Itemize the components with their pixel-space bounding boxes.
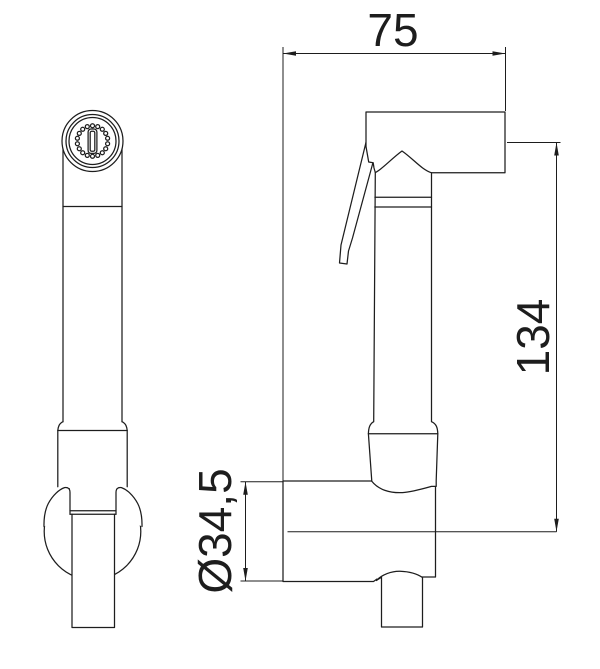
nozzle-hole: [95, 152, 101, 159]
spray-head-outer-ring: [61, 109, 124, 173]
wall-bracket-outline: [282, 480, 437, 583]
spray-head-front: [61, 109, 124, 173]
side-view: [282, 111, 506, 628]
arrowhead: [554, 518, 559, 532]
hose-spout-side: [375, 570, 424, 628]
nozzle-hole: [99, 126, 105, 132]
extension-line: [282, 47, 506, 481]
nozzle-hole: [103, 130, 109, 137]
arrowhead: [243, 568, 248, 581]
nozzle-hole: [74, 135, 81, 141]
handle-outline-front: [62, 140, 123, 423]
extension-line: [287, 142, 561, 533]
neck-joint-curve: [374, 150, 433, 174]
nozzle-hole: [76, 146, 82, 152]
nozzle-hole: [89, 153, 96, 159]
extension-line: [240, 481, 283, 582]
nozzle-hole: [104, 141, 111, 147]
nozzle-hole: [74, 141, 81, 147]
cradle-ear-right-outline: [115, 486, 143, 528]
center-slot-inner: [89, 130, 96, 152]
nozzle-hole: [80, 150, 86, 156]
cradle-ear-left: [43, 487, 71, 527]
nozzle-hole: [89, 123, 96, 129]
nozzle-hole: [95, 123, 101, 130]
handle-joint-lines-side: [374, 196, 433, 208]
dimension-diameter-34-5: Ø34,5: [189, 468, 283, 594]
nozzle-hole: [99, 150, 105, 156]
nozzle-holes: [74, 123, 111, 159]
cradle-ear-left-outline: [43, 486, 71, 528]
handle-flare-front: [57, 421, 128, 432]
handle-base-front: [57, 429, 128, 488]
nozzle-hole: [80, 126, 86, 132]
arrowhead: [492, 51, 506, 56]
nozzle-hole: [84, 123, 90, 130]
spray-head-faceplate-ring: [68, 116, 117, 166]
dimension-height-134: 134: [287, 142, 561, 533]
cradle-ledge-lines: [69, 510, 117, 515]
side-body-silhouette: [365, 111, 506, 494]
cradle-ear-right: [115, 487, 143, 527]
arrowhead: [243, 481, 248, 495]
front-view: [43, 109, 143, 629]
dimension-annotations: 75 134 Ø34,5: [189, 4, 561, 594]
spout-outline-front: [71, 513, 116, 629]
nozzle-hole: [84, 152, 90, 159]
arrowhead: [283, 51, 296, 56]
dimension-projection-width: 75: [282, 4, 506, 481]
nozzle-hole: [103, 146, 109, 152]
spray-head-ring-2: [65, 113, 120, 169]
dimension-label-diameter: Ø34,5: [189, 468, 241, 593]
center-slot-outer: [87, 128, 98, 155]
dimension-label-134: 134: [507, 299, 559, 376]
dimension-label-75: 75: [367, 4, 418, 56]
front-body-silhouette: [57, 140, 128, 628]
nozzle-hole: [104, 135, 111, 141]
arrowhead: [554, 142, 559, 156]
nozzle-hole: [76, 130, 82, 137]
